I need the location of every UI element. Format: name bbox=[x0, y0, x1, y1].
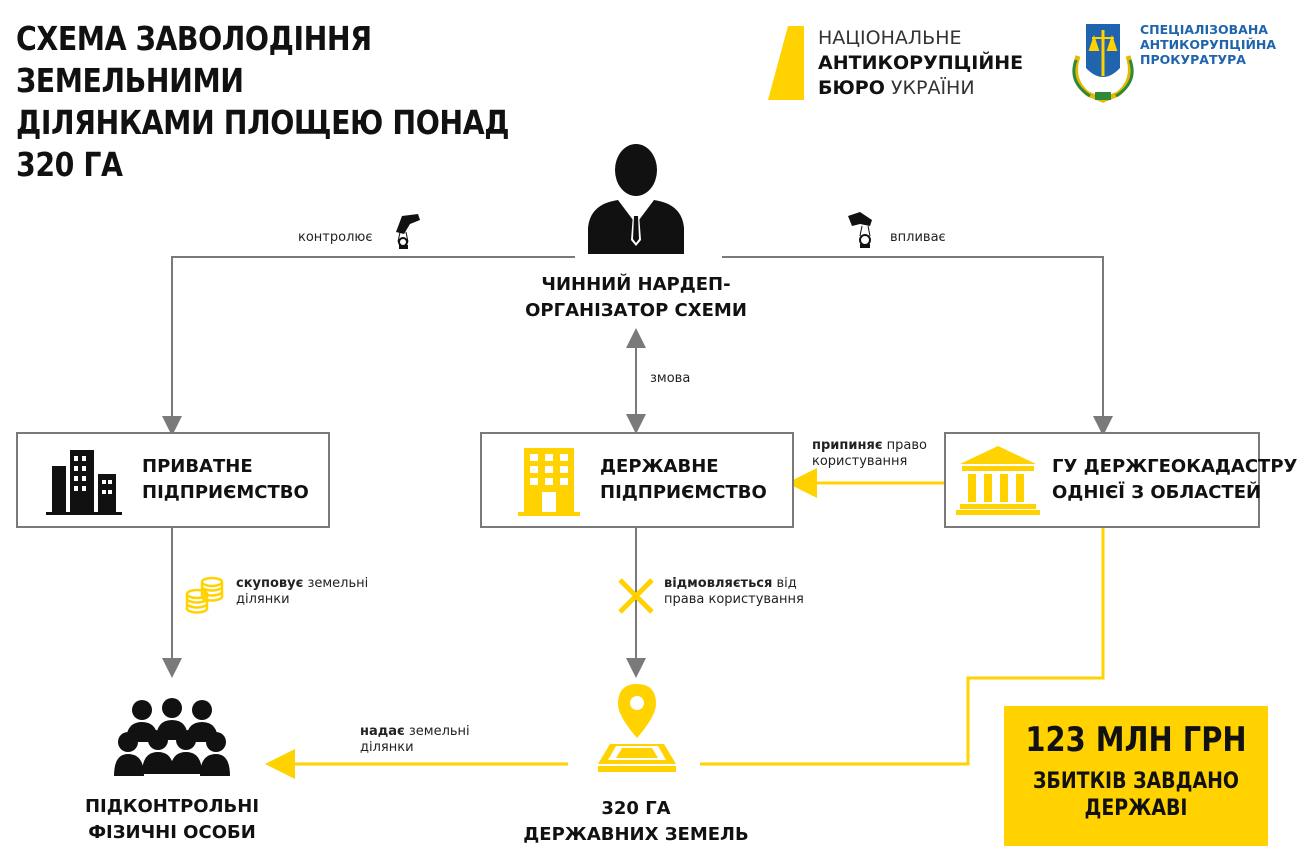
organizer-line-1: ЧИННИЙ НАРДЕП- bbox=[541, 274, 731, 295]
label-controls: контролює bbox=[298, 230, 373, 245]
provides-rest-2: ділянки bbox=[360, 740, 414, 755]
sap-line-1: СПЕЦІАЛІЗОВАНА bbox=[1140, 22, 1268, 37]
label-collusion: змова bbox=[650, 371, 691, 386]
businessman-icon bbox=[588, 144, 684, 254]
group-of-people-icon bbox=[114, 698, 230, 776]
state-company-line-2: ПІДПРИЄМСТВО bbox=[600, 482, 767, 503]
damage-line-2: ДЕРЖАВІ bbox=[1084, 796, 1188, 821]
government-building-icon bbox=[956, 446, 1040, 515]
label-refuses: відмовляється від права користування bbox=[664, 576, 804, 608]
node-organizer-label: ЧИННИЙ НАРДЕП- ОРГАНІЗАТОР СХЕМИ bbox=[486, 272, 786, 324]
hand-dropping-coin-icon bbox=[848, 212, 872, 248]
nabu-logo-mark-icon bbox=[768, 26, 804, 100]
geocadastre-line-2: ОДНІЄЇ З ОБЛАСТЕЙ bbox=[1052, 482, 1262, 503]
page-title: СХЕМА ЗАВОЛОДІННЯ ЗЕМЕЛЬНИМИ ДІЛЯНКАМИ П… bbox=[16, 18, 532, 186]
damage-amount: 123 МЛН ГРН bbox=[1025, 720, 1247, 760]
map-pin-land-icon bbox=[598, 684, 676, 772]
state-company-label: ДЕРЖАВНЕ ПІДПРИЄМСТВО bbox=[600, 454, 767, 506]
land-line-1: 320 ГА bbox=[601, 798, 671, 819]
buys-bold: скуповує bbox=[236, 576, 304, 591]
refuses-rest-2: права користування bbox=[664, 592, 804, 607]
node-land-label: 320 ГА ДЕРЖАВНИХ ЗЕМЕЛЬ bbox=[506, 796, 766, 848]
edge-controls bbox=[162, 256, 575, 436]
edge-influences bbox=[722, 256, 1113, 436]
terminates-rest-1: право bbox=[886, 438, 928, 453]
edge-geocadastre-land bbox=[700, 528, 1105, 766]
office-building-icon bbox=[518, 448, 580, 516]
provides-rest-1: земельні bbox=[408, 724, 470, 739]
title-line-2: ДІЛЯНКАМИ ПЛОЩЕЮ ПОНАД 320 ГА bbox=[16, 103, 510, 184]
provides-bold: надає bbox=[360, 724, 405, 739]
nabu-logo-text: НАЦІОНАЛЬНЕ АНТИКОРУПЦІЙНЕ БЮРО УКРАЇНИ bbox=[818, 26, 1023, 101]
label-terminates: припиняє право користування bbox=[812, 438, 927, 470]
sap-line-3: ПРОКУРАТУРА bbox=[1140, 52, 1246, 67]
buys-rest-2: ділянки bbox=[236, 592, 290, 607]
private-company-line-1: ПРИВАТНЕ bbox=[142, 456, 253, 477]
nabu-line-2: АНТИКОРУПЦІЙНЕ bbox=[818, 52, 1024, 74]
terminates-bold: припиняє bbox=[812, 438, 883, 453]
refuses-bold: відмовляється bbox=[664, 576, 773, 591]
title-line-1: СХЕМА ЗАВОЛОДІННЯ ЗЕМЕЛЬНИМИ bbox=[16, 19, 372, 100]
refuses-rest-1: від bbox=[776, 576, 797, 591]
label-buys: скуповує земельні ділянки bbox=[236, 576, 368, 608]
persons-line-2: ФІЗИЧНІ ОСОБИ bbox=[88, 822, 256, 843]
puppet-hand-icon bbox=[396, 214, 420, 249]
node-persons-label: ПІДКОНТРОЛЬНІ ФІЗИЧНІ ОСОБИ bbox=[62, 794, 282, 846]
damage-box: 123 МЛН ГРН ЗБИТКІВ ЗАВДАНО ДЕРЖАВІ bbox=[1004, 706, 1268, 846]
coins-stack-icon bbox=[185, 576, 224, 614]
organizer-line-2: ОРГАНІЗАТОР СХЕМИ bbox=[525, 300, 747, 321]
cross-icon bbox=[618, 578, 654, 614]
sap-logo-text: СПЕЦІАЛІЗОВАНА АНТИКОРУПЦІЙНА ПРОКУРАТУР… bbox=[1140, 22, 1276, 67]
buys-rest-1: земельні bbox=[307, 576, 369, 591]
nabu-line-1: НАЦІОНАЛЬНЕ bbox=[818, 27, 962, 49]
geocadastre-label: ГУ ДЕРЖГЕОКАДАСТРУ ОДНІЄЇ З ОБЛАСТЕЙ bbox=[1052, 454, 1297, 506]
private-company-line-2: ПІДПРИЄМСТВО bbox=[142, 482, 309, 503]
land-line-2: ДЕРЖАВНИХ ЗЕМЕЛЬ bbox=[523, 824, 749, 845]
sap-line-2: АНТИКОРУПЦІЙНА bbox=[1140, 37, 1277, 52]
label-influences: впливає bbox=[890, 230, 946, 245]
nabu-line-3-light: УКРАЇНИ bbox=[890, 77, 975, 99]
prosecutor-emblem-icon bbox=[1072, 24, 1134, 103]
private-company-label: ПРИВАТНЕ ПІДПРИЄМСТВО bbox=[142, 454, 309, 506]
geocadastre-line-1: ГУ ДЕРЖГЕОКАДАСТРУ bbox=[1052, 456, 1298, 477]
state-company-line-1: ДЕРЖАВНЕ bbox=[600, 456, 719, 477]
damage-text: ЗБИТКІВ ЗАВДАНО ДЕРЖАВІ bbox=[1022, 768, 1249, 822]
nabu-line-3-bold: БЮРО bbox=[818, 77, 885, 99]
persons-line-1: ПІДКОНТРОЛЬНІ bbox=[84, 796, 260, 817]
label-provides: надає земельні ділянки bbox=[360, 724, 470, 756]
terminates-rest-2: користування bbox=[812, 454, 908, 469]
damage-line-1: ЗБИТКІВ ЗАВДАНО bbox=[1032, 769, 1240, 794]
skyscraper-icon bbox=[46, 450, 122, 515]
